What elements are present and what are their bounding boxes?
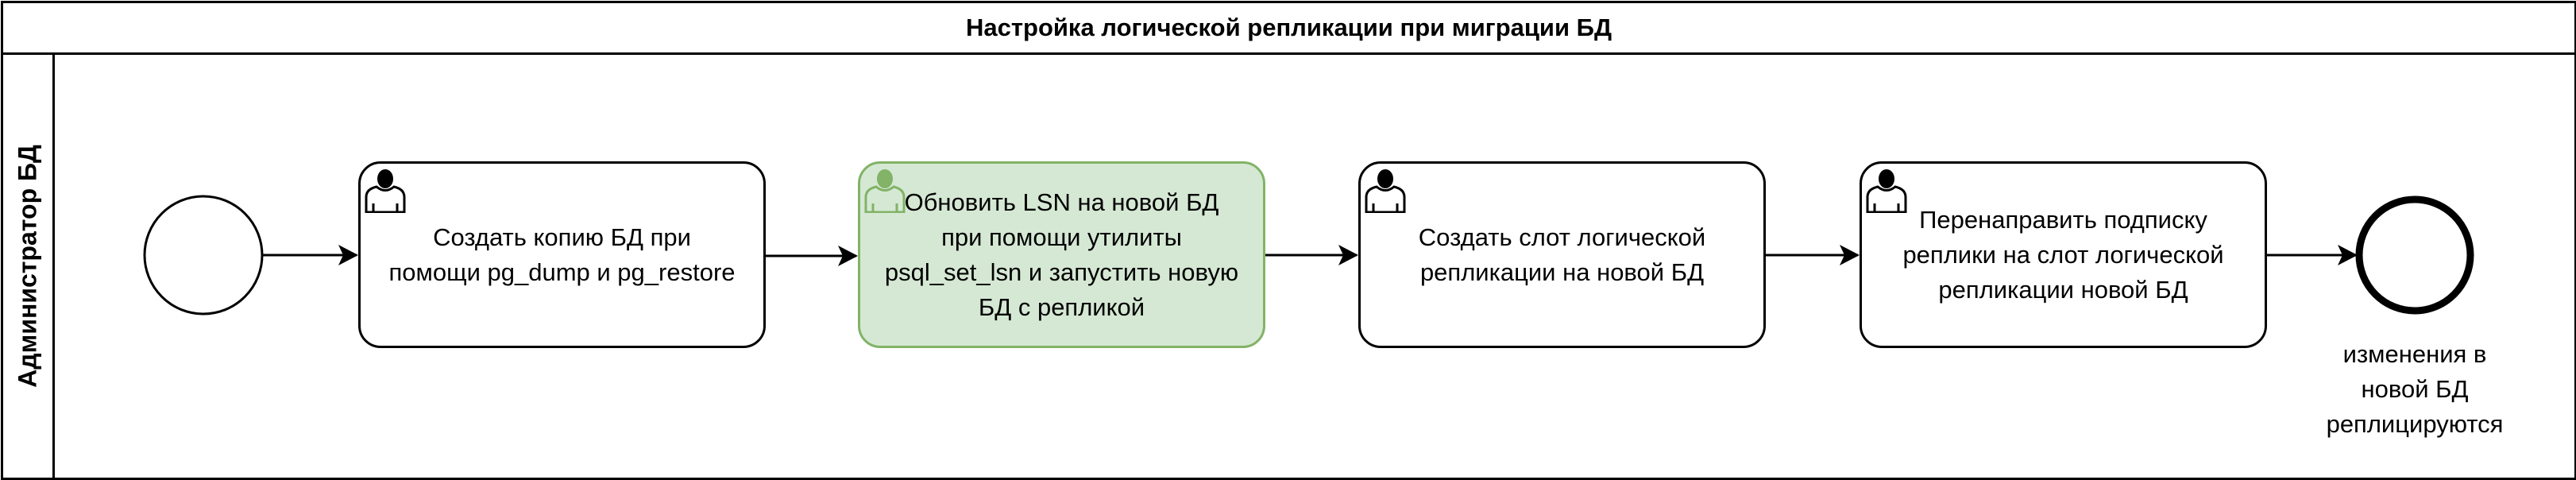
start-event[interactable] — [143, 195, 264, 315]
pool-title: Настройка логической репликации при мигр… — [3, 3, 2574, 55]
arrowhead — [2338, 245, 2358, 265]
task-update-lsn[interactable]: Обновить LSN на новой БД при помощи утил… — [858, 161, 1265, 348]
end-event-label: изменения в новой БД реплицируются — [2326, 340, 2504, 438]
user-icon — [365, 169, 406, 213]
user-icon — [1866, 169, 1907, 213]
arrowhead — [338, 245, 358, 265]
lane-header: Администратор БД — [3, 55, 55, 478]
arrowhead — [838, 246, 858, 266]
end-event[interactable] — [2355, 195, 2474, 315]
task-redirect-subscription[interactable]: Перенаправить подписку реплики на слот л… — [1860, 161, 2267, 348]
task-label: Обновить LSN на новой БД при помощи утил… — [884, 188, 1239, 321]
task-label: Создать копию БД при помощи pg_dump и pg… — [388, 223, 736, 286]
task-create-db-copy[interactable]: Создать копию БД при помощи pg_dump и pg… — [358, 161, 766, 348]
arrowhead — [1840, 245, 1860, 265]
task-create-replication-slot[interactable]: Создать слот логической репликации на но… — [1358, 161, 1766, 348]
task-label: Создать слот логической репликации на но… — [1418, 223, 1706, 286]
user-icon — [1365, 169, 1406, 213]
task-label: Перенаправить подписку реплики на слот л… — [1902, 205, 2224, 304]
user-icon — [864, 169, 906, 213]
arrowhead — [1338, 245, 1358, 265]
